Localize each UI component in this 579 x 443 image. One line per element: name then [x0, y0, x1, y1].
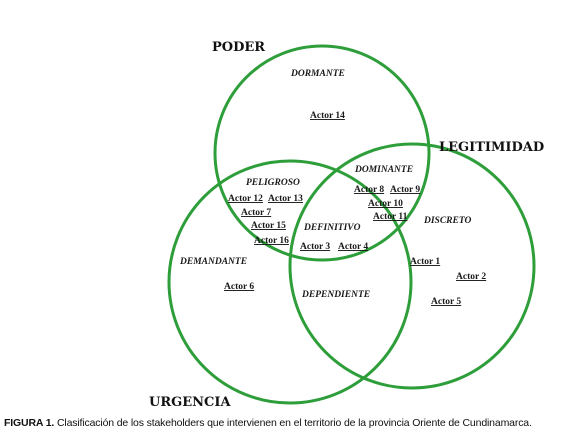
figure-caption: FIGURA 1. Clasificación de los stakehold…	[4, 417, 575, 429]
actor-1: Actor 1	[410, 257, 440, 267]
region-label-discreto: DISCRETO	[423, 216, 471, 226]
actor-7: Actor 7	[241, 208, 271, 218]
set-label-poder: PODER	[212, 40, 265, 55]
actor-10: Actor 10	[368, 199, 403, 209]
actor-15: Actor 15	[251, 221, 286, 231]
actor-8: Actor 8	[354, 185, 384, 195]
region-label-dormante: DORMANTE	[290, 69, 345, 79]
figure-caption-text: Clasificación de los stakeholders que in…	[54, 417, 532, 429]
region-label-definitivo: DEFINITIVO	[303, 223, 361, 233]
region-label-demandante: DEMANDANTE	[179, 257, 247, 267]
actor-16: Actor 16	[254, 236, 289, 246]
urgencia-circle	[167, 159, 413, 405]
actor-11: Actor 11	[373, 212, 408, 222]
poder-circle	[213, 44, 431, 262]
actor-3: Actor 3	[300, 242, 330, 252]
actor-6: Actor 6	[224, 282, 254, 292]
actor-5: Actor 5	[431, 297, 461, 307]
actor-12: Actor 12	[228, 194, 263, 204]
actor-14: Actor 14	[310, 111, 345, 121]
actor-9: Actor 9	[390, 185, 420, 195]
set-label-urgencia: URGENCIA	[149, 395, 231, 410]
region-label-dependiente: DEPENDIENTE	[301, 290, 370, 300]
actor-2: Actor 2	[456, 272, 486, 282]
region-label-peligroso: PELIGROSO	[246, 178, 300, 188]
actor-4: Actor 4	[338, 242, 368, 252]
region-label-dominante: DOMINANTE	[354, 165, 413, 175]
figure-caption-prefix: FIGURA 1.	[4, 417, 55, 429]
actor-13: Actor 13	[268, 194, 303, 204]
set-label-legitimidad: LEGITIMIDAD	[439, 140, 544, 155]
legitimidad-circle	[288, 142, 536, 390]
